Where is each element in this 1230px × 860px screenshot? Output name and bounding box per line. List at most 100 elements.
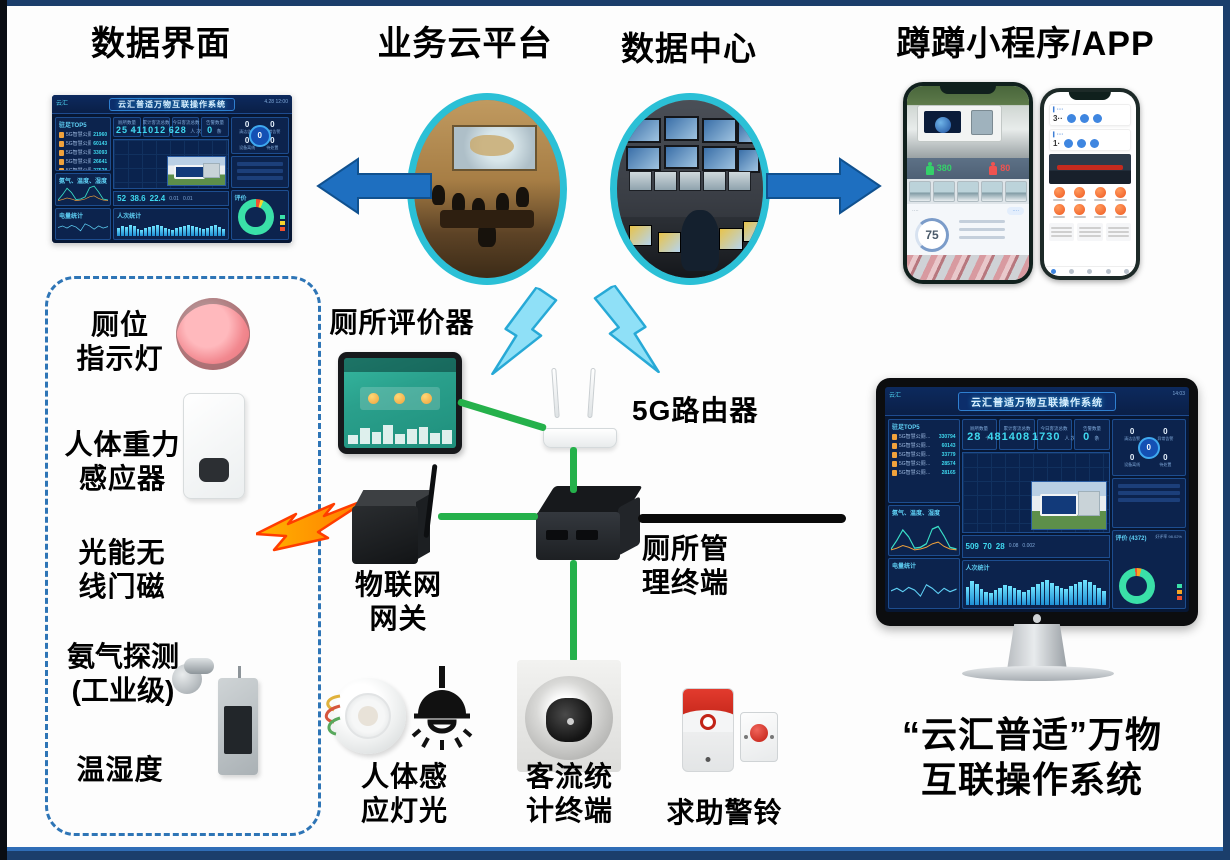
monitor: 云汇 云汇普适万物互联操作系统 14:03 驻足TOP5 5G智慧公厕…3307… — [876, 378, 1198, 684]
mini-map — [113, 138, 229, 190]
list-item: 5G智慧公厕…27528 — [59, 167, 107, 171]
bar-chart — [965, 572, 1106, 605]
donut-legend — [1177, 584, 1182, 600]
app-icon-grid — [1049, 187, 1131, 221]
label-help-alarm: 求助警铃 — [666, 797, 783, 828]
score-gauge: 75 — [915, 218, 949, 253]
toilet-photo — [166, 156, 226, 187]
phone-mockup-2: ▍···· 3·· ▍···· 1· — [1040, 88, 1140, 280]
management-terminal-device — [533, 486, 643, 564]
link-terminal-camera — [570, 560, 577, 662]
monitor-dashboard: 云汇 云汇普适万物互联操作系统 14:03 驻足TOP5 5G智慧公厕…3307… — [885, 387, 1189, 612]
top5-panel: 驻足TOP5 5G智慧公厕…330794 5G智慧公厕…60143 5G智慧公厕… — [888, 419, 960, 503]
label-temp-humidity: 温湿度 — [76, 754, 164, 785]
list-item: 5G智慧公厕…330794 — [892, 433, 956, 440]
cloud-platform-photo — [407, 93, 567, 285]
mini-dash-header: 云汇 云汇普适万物互联操作系统 4.28 12:00 — [52, 95, 292, 115]
frame-border — [1223, 0, 1230, 860]
list-item: 5G智慧公厕…60143 — [892, 442, 956, 449]
dash-logo: 云汇 — [889, 393, 902, 399]
list-item: 5G智慧公厕…60143 — [59, 140, 107, 147]
bar-chart — [117, 220, 225, 236]
terminal-to-monitor-cable — [638, 514, 846, 523]
flow-bars-panel: 人次统计 — [961, 559, 1110, 609]
list-item: 5G智慧公厕…28574 — [892, 460, 956, 467]
line-chart — [891, 526, 957, 551]
list-item: 5G智慧公厕…21960 — [59, 131, 107, 138]
product-photo — [907, 254, 1029, 280]
male-icon — [925, 161, 934, 175]
label-gateway: 物联网 网关 — [354, 569, 442, 635]
data-center-photo — [610, 93, 770, 285]
mini-rating-panel: 评价 — [230, 189, 289, 240]
dash-time: 14:03 — [1172, 391, 1185, 397]
app-card: ▍···· 3·· — [1049, 104, 1131, 126]
evaluator-tablet — [338, 352, 462, 454]
title-cloud-platform: 业务云平台 — [377, 25, 553, 63]
line-chart — [58, 186, 109, 202]
smart-toilet-photo — [907, 86, 1029, 158]
frame-border — [0, 851, 1230, 860]
lightning-icon — [491, 285, 558, 376]
line-chart — [891, 583, 957, 597]
list-item: 5G智慧公厕…26641 — [59, 158, 107, 165]
line-chart — [58, 223, 109, 232]
female-icon — [989, 161, 998, 175]
label-evaluator: 厕所评价器 — [329, 307, 475, 338]
label-flow-terminal: 客流统 计终端 — [525, 761, 613, 827]
frame-border — [0, 0, 1230, 6]
apple-logo-icon — [1033, 614, 1041, 623]
link-tablet-router — [456, 398, 548, 432]
label-door-magnet: 光能无 线门磁 — [78, 537, 166, 603]
arrow-left-icon — [316, 157, 432, 215]
list-item: 5G智慧公厕…33779 — [892, 451, 956, 458]
app-bottom-nav — [1044, 266, 1136, 276]
sensor-group-box — [45, 276, 321, 836]
occupancy-bar: 380 80 — [907, 157, 1029, 180]
list-item: 5G智慧公厕…28165 — [892, 469, 956, 476]
mini-env-chart: 氨气、温度、湿度 — [55, 173, 112, 206]
link-gateway-terminal — [438, 513, 538, 520]
env-chart-panel: 氨气、温度、湿度 — [888, 504, 960, 556]
phone-mockup-1: 380 80 ········ 75 — [903, 82, 1033, 284]
frame-border — [7, 847, 1223, 851]
mini-top5-panel: 驻足TOP5 5G智慧公厕…21960 5G智慧公厕…60143 5G智慧公厕…… — [55, 117, 112, 172]
mini-dash-logo: 云汇 — [56, 101, 69, 107]
door-knob-device — [172, 658, 216, 698]
toilet-photo — [1030, 480, 1107, 530]
toilet-thumbnails — [907, 179, 1029, 205]
power-chart-panel: 电量统计 — [888, 557, 960, 610]
app-task-cards — [1049, 223, 1131, 241]
mini-power-chart: 电量统计 — [55, 207, 112, 240]
monitor-stand — [1007, 624, 1067, 670]
rating-panel: 评价 (4372) 好评率 98.02% — [1111, 529, 1186, 609]
label-terminal: 厕所管 理终端 — [642, 533, 730, 599]
pir-wires — [324, 694, 341, 736]
mini-flow-bars: 人次统计 — [113, 208, 229, 240]
alarm-siren-device — [682, 688, 734, 772]
alarm-button-device — [740, 712, 778, 762]
label-ammonia: 氨气探测 (工业级) — [66, 641, 179, 707]
data-interface-screenshot: 云汇 云汇普适万物互联操作系统 4.28 12:00 驻足TOP5 5G智慧公厕… — [52, 95, 292, 243]
pir-sensor-device — [330, 678, 406, 754]
flow-camera-device — [517, 660, 621, 772]
camera-panel — [1111, 478, 1186, 528]
mini-camera-panel — [230, 156, 289, 188]
donut-legend — [280, 215, 285, 231]
monitor-base — [962, 666, 1114, 681]
label-router: 5G路由器 — [632, 395, 759, 426]
link-router-terminal — [570, 447, 577, 493]
door-magnet-device — [218, 666, 258, 775]
dash-title: 云汇普适万物互联操作系统 — [958, 391, 1116, 411]
donut-chart — [237, 199, 274, 235]
